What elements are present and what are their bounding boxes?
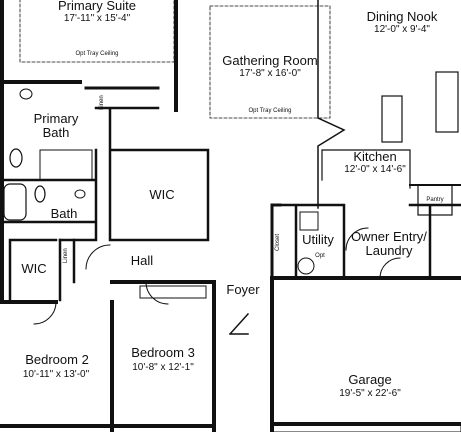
linen-small-label: Linen [63, 248, 69, 263]
gathering-room-dims: 17'-8" x 16'-0" [239, 68, 301, 79]
toilet-2 [34, 185, 46, 203]
kitchen-counter [321, 149, 411, 189]
toilet-1 [9, 148, 23, 168]
bath-name: Bath [50, 206, 78, 221]
kitchen-range [435, 71, 459, 133]
primary-suite-name: Primary Suite [57, 0, 137, 13]
wall-dining-diag [317, 0, 346, 209]
wall-wic-box [108, 108, 210, 242]
owner-entry-name-1: Owner Entry/ [351, 229, 427, 244]
sink-1 [19, 88, 33, 100]
pantry-name: Pantry [426, 197, 444, 203]
kitchen-dims: 12'-0" x 14'-6" [344, 164, 406, 175]
wall-utility [270, 203, 346, 280]
garage-door [271, 423, 461, 432]
wic-main-name: WIC [149, 187, 175, 202]
kitchen-island [381, 95, 403, 143]
garage-dims: 19'-5" x 22'-6" [339, 388, 401, 399]
kitchen-name: Kitchen [353, 149, 397, 164]
bedroom2-dims: 10'-11" x 13'-0" [22, 369, 90, 380]
door-garage [379, 257, 401, 279]
utility-opt: Opt [315, 253, 325, 259]
bedroom3-name: Bedroom 3 [131, 345, 195, 360]
owner-entry-name-2: Laundry [365, 243, 413, 258]
primary-bath-name-2: Bath [42, 125, 70, 140]
wall-closet [270, 203, 282, 280]
gathering-room-note: Opt Tray Ceiling [248, 108, 292, 114]
gathering-room-name: Gathering Room [222, 53, 318, 68]
utility-name: Utility [302, 232, 334, 247]
dining-nook-dims: 12'-0" x 9'-4" [374, 24, 430, 35]
garage-name: Garage [348, 372, 392, 387]
closet-label: Closet [275, 233, 281, 251]
bedroom3-dims: 10'-8" x 12'-1" [132, 362, 194, 373]
wall-bath-divider [0, 148, 98, 242]
door-foyer [228, 312, 250, 336]
sink-2 [74, 189, 86, 199]
door-wic [85, 244, 111, 270]
tray-primary [19, 0, 175, 63]
bedroom2-name: Bedroom 2 [25, 352, 89, 367]
tub [3, 183, 27, 221]
wall-wic-small [8, 238, 58, 302]
tray-gathering [209, 5, 331, 119]
washer [299, 211, 319, 231]
door-bed3 [145, 281, 169, 305]
closet-hall [139, 285, 207, 299]
linen-top-label: Linen [99, 95, 105, 110]
door-bed2 [33, 301, 57, 325]
dryer [297, 257, 315, 275]
pantry-box [417, 184, 453, 216]
shower [39, 149, 93, 181]
foyer-name: Foyer [226, 282, 260, 297]
dining-nook-name: Dining Nook [366, 9, 438, 24]
hall-name: Hall [130, 253, 154, 268]
primary-suite-dims: 17'-11" x 15'-4" [63, 13, 131, 24]
wic-small-name: WIC [21, 261, 47, 276]
door-utility [345, 227, 369, 251]
primary-bath-name-1: Primary [33, 111, 79, 126]
primary-suite-note: Opt Tray Ceiling [75, 51, 119, 57]
